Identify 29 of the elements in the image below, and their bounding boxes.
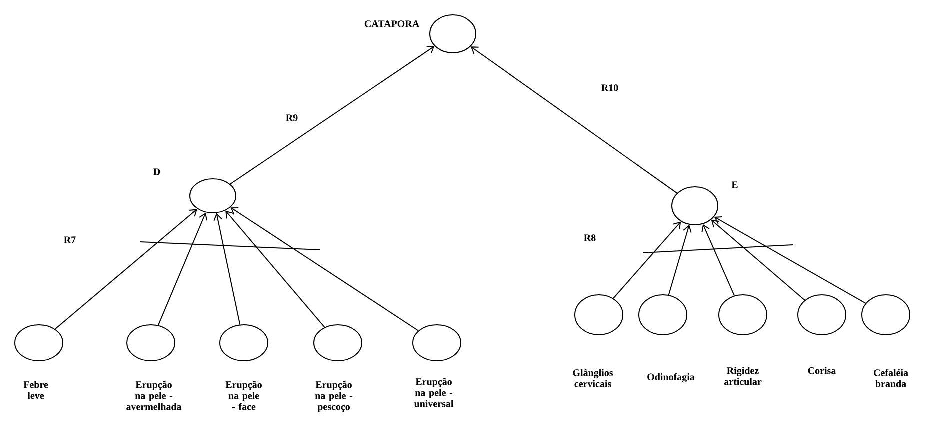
arrow	[230, 208, 420, 332]
node-label: Erupção na pele - pescoço	[315, 381, 353, 412]
arrow	[613, 222, 682, 299]
rule-label: R8	[584, 234, 596, 242]
node-label: Corisa	[808, 367, 836, 374]
arrow	[54, 209, 198, 330]
node-label: Febre leve	[24, 381, 48, 400]
node-label: Erupção na pele - avermelhada	[126, 381, 182, 410]
arrow	[714, 216, 866, 304]
arrow	[214, 213, 241, 326]
edge-label: R10	[600, 84, 620, 92]
node-label: Erupção na pele - universal	[414, 378, 454, 408]
node-label: Erupção na pele - face	[226, 381, 262, 410]
node-label: E	[732, 182, 738, 188]
node-label: Rigidez articular	[724, 367, 762, 386]
arrow	[711, 220, 806, 301]
node-label: Cefaléia branda	[874, 369, 908, 388]
arrow	[668, 224, 692, 296]
arrow	[158, 212, 208, 326]
edge-label: R9	[284, 114, 300, 122]
node-label: Glânglios cervicais	[573, 369, 614, 388]
arrow	[230, 46, 435, 185]
arrow	[702, 224, 736, 296]
node-label: Odinofagia	[648, 373, 695, 383]
arrow	[470, 46, 678, 194]
arrow	[226, 210, 326, 328]
rule-label: R7	[64, 236, 76, 244]
node-label: CATAPORA	[364, 20, 420, 28]
node-label: D	[154, 168, 160, 176]
